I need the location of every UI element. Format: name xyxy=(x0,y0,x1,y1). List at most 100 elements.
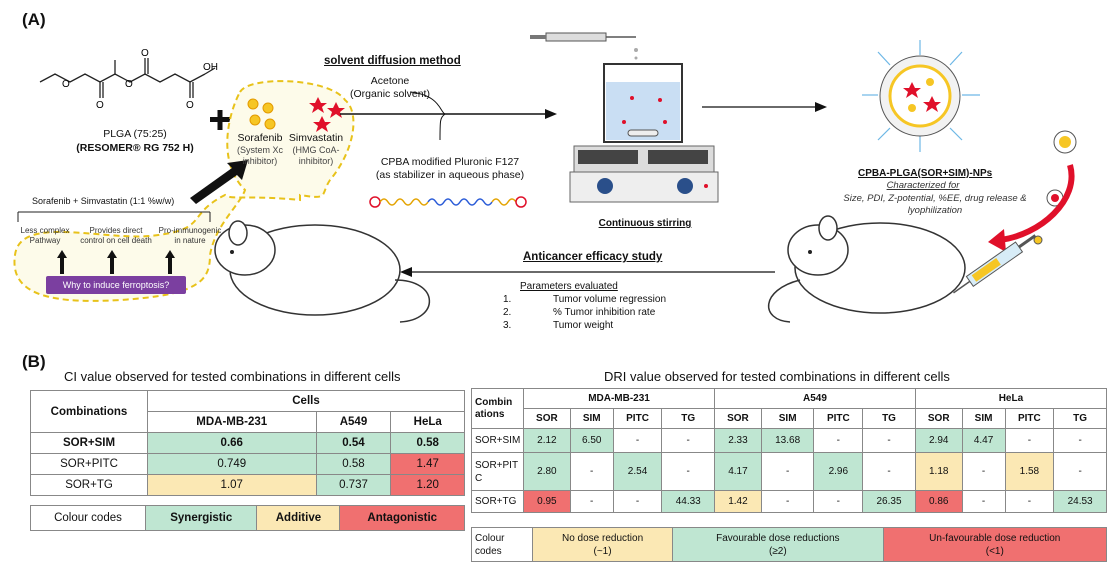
dri-value: - xyxy=(1053,452,1107,491)
dri-value: 2.80 xyxy=(523,452,571,491)
key-range: (<1) xyxy=(985,545,1004,557)
sorafenib-icon xyxy=(247,98,276,130)
dri-value: - xyxy=(612,490,663,513)
dri-colour-key: Colour codes No dose reduction (~1) Favo… xyxy=(471,527,1108,562)
dri-drug-header: SIM xyxy=(961,408,1006,429)
param-3-text: Tumor weight xyxy=(553,320,614,331)
dri-value: - xyxy=(661,428,716,453)
key-no-dose-reduction: No dose reduction (~1) xyxy=(531,527,674,562)
table-row: SOR+TG 0.95 - - 44.33 1.42 - - 26.35 0.8… xyxy=(471,490,1107,513)
ci-key-label: Colour codes xyxy=(30,505,146,531)
dri-drug-header-row: SOR SIM PITC TG SOR SIM PITC TG SOR SIM … xyxy=(472,408,1107,429)
dri-row-label-b: C xyxy=(475,472,483,484)
ci-cell-hela: HeLa xyxy=(390,411,465,433)
table-row: SOR+SIM 0.66 0.54 0.58 xyxy=(30,432,465,454)
ci-cell-a549: A549 xyxy=(315,411,392,433)
reason-arrows xyxy=(57,250,175,274)
svg-text:O: O xyxy=(141,48,149,59)
np-name: CPBA-PLGA(SOR+SIM)-NPs xyxy=(858,168,993,179)
dri-value: - xyxy=(1004,428,1055,453)
mouse-left-icon xyxy=(214,220,431,323)
dri-value: - xyxy=(961,490,1006,513)
dri-drug-header: PITC xyxy=(612,408,663,429)
acetone-label: Acetone xyxy=(370,75,410,87)
dri-drug-header: SIM xyxy=(760,408,815,429)
key-text: No dose reduction xyxy=(561,532,644,544)
simvastatin-desc-1: (HMG CoA- xyxy=(292,145,340,155)
reason-1-line-2: Pathway xyxy=(29,236,61,245)
dri-drug-header: SIM xyxy=(569,408,614,429)
dri-value: - xyxy=(760,490,815,513)
simvastatin-desc-2: inhibitor) xyxy=(298,156,334,166)
reason-3-line-2: in nature xyxy=(174,236,206,245)
ci-table-title: CI value observed for tested combination… xyxy=(64,369,401,384)
dri-value: - xyxy=(961,452,1006,491)
key-favourable: Favourable dose reductions (≥2) xyxy=(672,527,884,562)
key-unfavourable: Un-favourable dose reduction (<1) xyxy=(882,527,1108,562)
dri-value: - xyxy=(661,452,716,491)
dri-value: 26.35 xyxy=(862,490,916,513)
ci-cell-mda: MDA-MB-231 xyxy=(147,411,317,433)
syringe-icon xyxy=(530,32,638,60)
reason-3-line-1: Pro-immunogenic xyxy=(158,226,222,235)
dri-cell-hela: HeLa xyxy=(914,388,1108,409)
dri-value: 1.18 xyxy=(914,452,963,491)
dri-value: 13.68 xyxy=(760,428,815,453)
plga-structure-icon xyxy=(39,58,216,98)
dri-value: 2.54 xyxy=(612,452,663,491)
ci-row-label: SOR+SIM xyxy=(30,432,148,454)
dri-row-label-a: SOR+PIT xyxy=(475,459,519,471)
nanoparticle-icon xyxy=(862,40,980,152)
ci-row-label: SOR+TG xyxy=(30,474,148,496)
dri-value: 44.33 xyxy=(661,490,716,513)
dri-value: 0.95 xyxy=(523,490,571,513)
stirring-label: Continuous stirring xyxy=(598,218,692,229)
efficacy-title: Anticancer efficacy study xyxy=(523,251,663,263)
svg-text:O: O xyxy=(186,100,194,111)
dri-value: 4.47 xyxy=(961,428,1006,453)
key-text: Favourable dose reductions xyxy=(716,532,840,544)
dri-value: - xyxy=(569,490,614,513)
dri-row-label-a: SOR+TG xyxy=(475,496,517,507)
key-additive: Additive xyxy=(256,505,341,531)
params-title: Parameters evaluated xyxy=(520,281,618,292)
svg-text:O: O xyxy=(62,79,70,90)
dri-value: 1.42 xyxy=(714,490,762,513)
svg-text:OH: OH xyxy=(203,62,218,73)
dri-value: - xyxy=(1004,490,1055,513)
characterized-label: Characterized for xyxy=(886,180,960,191)
dri-key-label-a: Colour xyxy=(475,532,505,544)
key-range: (≥2) xyxy=(768,545,787,557)
beaker-icon xyxy=(603,63,683,143)
reason-1-line-1: Less complex xyxy=(20,226,70,235)
dri-key-label-b: codes xyxy=(475,545,502,557)
dri-cell-a549: A549 xyxy=(714,388,916,409)
dri-value: - xyxy=(862,428,916,453)
dri-drug-header: TG xyxy=(862,408,916,429)
dri-value: - xyxy=(760,452,815,491)
key-synergistic: Synergistic xyxy=(144,505,258,531)
dri-value: 2.12 xyxy=(523,428,571,453)
why-ferroptosis-button: Why to induce ferroptosis? xyxy=(46,276,186,294)
plga-name: PLGA (75:25) xyxy=(103,128,167,140)
table-row: SOR+PITC 0.749 0.58 1.47 xyxy=(30,453,465,475)
dri-row-label: SOR+SIM xyxy=(471,428,524,453)
key-range: (~1) xyxy=(593,545,612,557)
key-text: Un-favourable dose reduction xyxy=(929,532,1061,544)
sorafenib-desc-2: inhibitor) xyxy=(242,156,278,166)
param-2-text: % Tumor inhibition rate xyxy=(553,307,656,318)
dri-value: 6.50 xyxy=(569,428,614,453)
table-row: SOR+SIM 2.12 6.50 - - 2.33 13.68 - - 2.9… xyxy=(471,428,1107,453)
ci-value: 0.749 xyxy=(147,453,317,475)
dri-drug-header: TG xyxy=(1053,408,1107,429)
ci-colour-key: Colour codes Synergistic Additive Antago… xyxy=(30,505,465,531)
ci-value: 0.54 xyxy=(315,432,392,454)
dri-header-combinations: Combin ations xyxy=(471,388,524,429)
dri-value: 2.96 xyxy=(813,452,864,491)
param-2-num: 2. xyxy=(503,307,512,318)
dri-value: 0.86 xyxy=(914,490,963,513)
reason-2-line-1: Provides direct xyxy=(89,226,143,235)
dri-cell-mda: MDA-MB-231 xyxy=(522,388,716,409)
characterization-detail-2: lyophilization xyxy=(907,205,963,216)
param-1-text: Tumor volume regression xyxy=(553,294,667,305)
